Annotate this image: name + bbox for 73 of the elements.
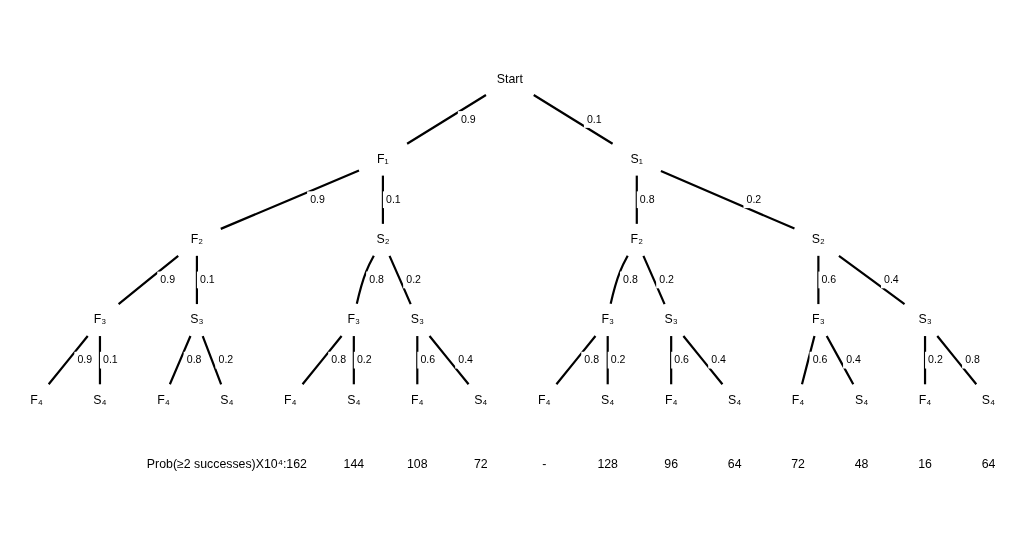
label: 96 — [664, 456, 679, 471]
edge-label: 0.1 — [586, 112, 602, 125]
node-text: S₃ — [190, 312, 204, 327]
node-text: F₄ — [157, 392, 170, 407]
label: 64 — [727, 456, 742, 471]
node-text: S₁ — [630, 151, 643, 166]
edge-label: 0.4 — [711, 353, 726, 366]
node-text: F₄ — [918, 392, 932, 407]
label: 48 — [854, 456, 869, 471]
edge-label: 0.2 — [356, 353, 372, 366]
node-text: Start — [496, 71, 523, 86]
node-text: S₄ — [601, 392, 615, 407]
label: 16 — [918, 456, 932, 471]
edge-label: 0.8 — [584, 353, 600, 366]
node-text: F₂ — [190, 232, 204, 247]
label: Prob(≥2 successes)X10⁴:162 — [146, 456, 307, 471]
edge-label: 0.1 — [386, 192, 401, 205]
label: 72 — [791, 456, 805, 471]
label: 108 — [407, 456, 428, 471]
node-text: F₃ — [812, 312, 825, 327]
node-text: F₄ — [284, 392, 297, 407]
edge-label: 0.8 — [369, 273, 384, 286]
edge-label: 0.9 — [160, 273, 176, 286]
edge-label: 0.2 — [746, 192, 762, 205]
node-text: F₄ — [411, 392, 424, 407]
edge-label: 0.8 — [965, 353, 980, 366]
label: 64 — [981, 456, 996, 471]
edge-label: 0.6 — [812, 353, 828, 366]
edge-label: 0.8 — [623, 273, 638, 286]
node-text: S₄ — [981, 392, 996, 407]
edge-label: 0.8 — [639, 192, 655, 205]
node-text: S₄ — [854, 392, 869, 407]
node-text: S₃ — [410, 312, 424, 327]
edge-label: 0.6 — [821, 273, 837, 286]
edge-label: 0.2 — [406, 273, 421, 286]
label: 128 — [597, 456, 618, 471]
node-text: F₄ — [664, 392, 678, 407]
node-text: S₄ — [347, 392, 361, 407]
edge-label: 0.8 — [331, 353, 347, 366]
node-text: S₃ — [664, 312, 678, 327]
node-text: S₂ — [376, 232, 390, 247]
node-text: S₄ — [474, 392, 488, 407]
edge-label: 0.2 — [218, 353, 234, 366]
node-text: F₂ — [630, 232, 643, 247]
edge-label: 0.4 — [884, 273, 899, 286]
edge-label: 0.1 — [200, 273, 215, 286]
label: 144 — [343, 456, 365, 471]
node-text: S₄ — [220, 392, 234, 407]
node-text: F₃ — [347, 312, 361, 327]
node-text: S₃ — [918, 312, 932, 327]
edge-label: 0.6 — [420, 353, 436, 366]
edge-label: 0.6 — [674, 353, 689, 366]
edge-label: 0.4 — [846, 353, 861, 366]
edge-label: 0.4 — [458, 353, 473, 366]
node-text: S₄ — [93, 392, 107, 407]
edge-label: 0.2 — [659, 273, 674, 286]
node-text: F₃ — [601, 312, 614, 327]
node-text: F₁ — [377, 151, 389, 166]
edge-label: 0.8 — [186, 353, 202, 366]
node-text: S₂ — [811, 232, 825, 247]
edge-label: 0.9 — [77, 353, 93, 366]
edge-label: 0.9 — [460, 112, 476, 125]
node-text: F₃ — [93, 312, 107, 327]
edge-label: 0.2 — [928, 353, 943, 366]
node-text: F₄ — [791, 392, 805, 407]
edge-label: 0.2 — [610, 353, 626, 366]
node-text: F₄ — [30, 392, 43, 407]
edge-label: 0.1 — [103, 353, 118, 366]
node-text: F₄ — [537, 392, 551, 407]
label: 72 — [473, 456, 488, 471]
node-text: S₄ — [728, 392, 742, 407]
label: - — [542, 456, 547, 471]
edge-label: 0.9 — [310, 192, 325, 205]
